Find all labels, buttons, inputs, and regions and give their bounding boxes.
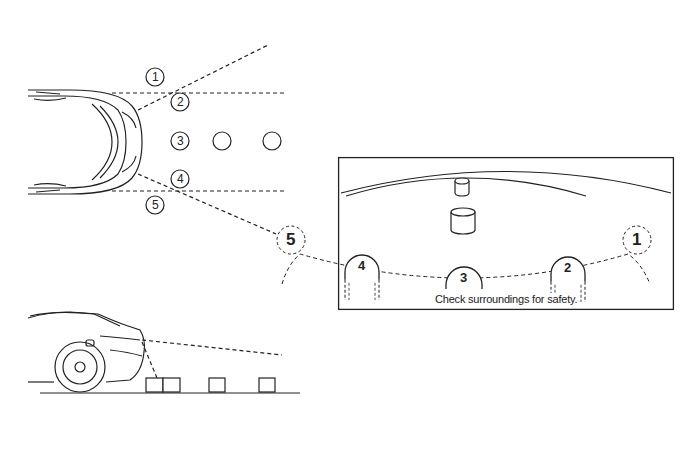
callout-number: 4 [177,172,184,186]
callout-number: 5 [286,230,295,250]
callout-number: 4 [358,258,365,273]
callout-number: 2 [564,260,571,275]
callout-number: 5 [152,198,159,212]
car-side-view [28,312,300,393]
callout-circle: 5 [276,225,306,255]
callout-number: 2 [177,95,184,109]
blocks [146,378,275,392]
car-top-view [28,90,142,194]
view-lines [112,45,285,234]
callout-circle: 4 [170,169,190,189]
callout-number: 3 [460,270,467,285]
target-circle [263,132,281,150]
screen-message: Check surroundings for safety. [433,293,579,305]
guide-marker: 4 [344,255,380,300]
callout-number: 1 [632,230,641,250]
display-arc [341,172,671,194]
target-circle [213,132,231,150]
cylinders [451,178,475,234]
display-panel: Check surroundings for safety. 4 3 2 [338,157,674,310]
node-outline [338,157,674,310]
callout-number: 1 [152,70,159,84]
guide-marker: 3 [445,267,483,289]
callout-circle: 2 [170,92,190,112]
callout-circle: 1 [622,225,652,255]
callout-circle: 3 [170,131,190,151]
display-arc [346,178,586,196]
callout-circle: 5 [145,195,165,215]
callout-number: 3 [177,134,184,148]
callout-circle: 1 [145,67,165,87]
